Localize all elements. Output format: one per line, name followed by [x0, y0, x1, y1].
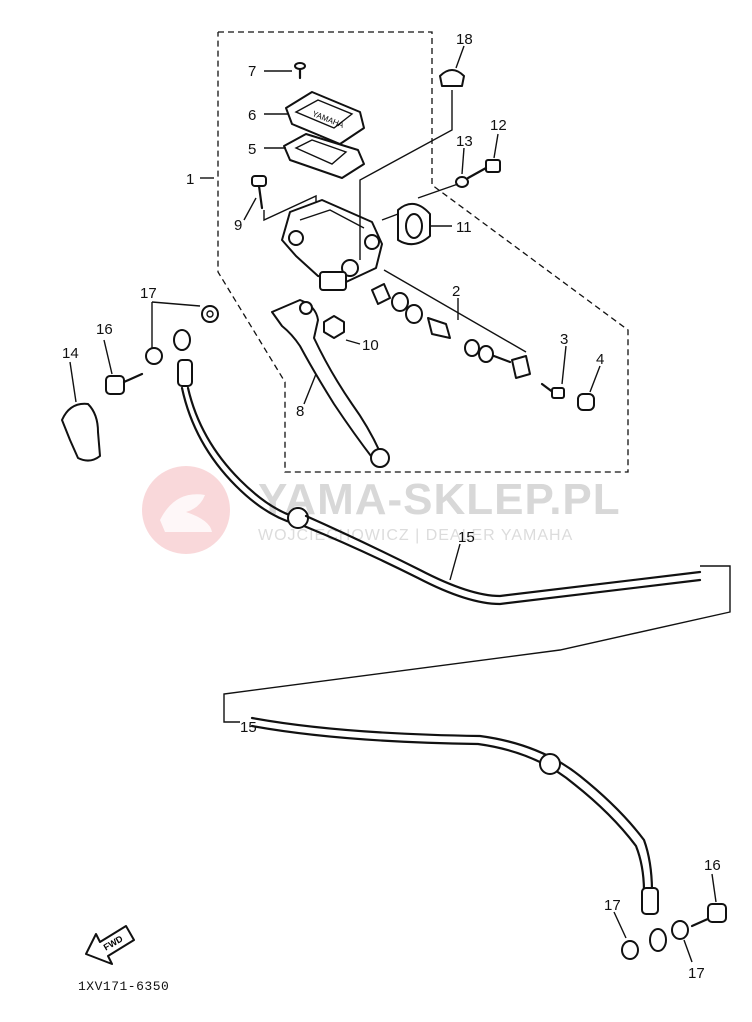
- part-11-clamp: [397, 203, 431, 246]
- part-17-washer-mid: [145, 347, 163, 365]
- leader-17c: [683, 939, 693, 963]
- callout-17c: 17: [688, 965, 705, 982]
- leader-17b: [613, 911, 627, 939]
- part-7-screw: [294, 62, 306, 80]
- callout-17b: 17: [604, 897, 621, 914]
- part-6-reservoir-cap: YAMAHA: [285, 91, 365, 145]
- callout-15a: 15: [458, 529, 475, 546]
- part-17-washer-upper: [201, 305, 219, 323]
- callout-13: 13: [456, 133, 473, 150]
- part-12-bolt: [466, 159, 501, 180]
- leader-15a: [449, 543, 461, 581]
- leader-16b: [711, 873, 717, 903]
- part-17-washer-lower-left: [621, 940, 639, 960]
- callout-5: 5: [248, 141, 256, 158]
- callout-7: 7: [248, 63, 256, 80]
- diagram-code: 1XV171-6350: [78, 979, 169, 994]
- callout-8: 8: [296, 403, 304, 420]
- part-5-diaphragm: [283, 133, 365, 179]
- master-cylinder-body: [281, 199, 383, 291]
- part-15-hose-upper: [173, 329, 702, 606]
- leader-13: [461, 147, 465, 175]
- callout-17a: 17: [140, 285, 157, 302]
- watermark-brand: YAMA-SKLEP.PL: [258, 475, 621, 524]
- assembly-boundary: [217, 31, 629, 473]
- part-4-cap: [577, 393, 595, 411]
- leader-11c: [417, 183, 459, 199]
- part-16-bolt-upper: [105, 372, 144, 395]
- callout-14: 14: [62, 345, 79, 362]
- break-line: [223, 565, 731, 723]
- callout-9: 9: [234, 217, 242, 234]
- leader-4: [589, 365, 601, 393]
- callout-16a: 16: [96, 321, 113, 338]
- part-14-boot: [61, 402, 101, 462]
- leader-9: [243, 197, 257, 221]
- leader-12: [493, 133, 499, 159]
- part-3-bleeder: [540, 382, 565, 399]
- part-8-lever: [271, 299, 390, 468]
- part-15-hose-lower: [250, 716, 667, 952]
- callout-3: 3: [560, 331, 568, 348]
- part-18-cap: [439, 69, 465, 87]
- leader-8: [303, 373, 317, 405]
- leader-14: [69, 361, 77, 403]
- part-13-washer: [455, 176, 469, 188]
- watermark-subtitle: WOJCIECHOWICZ | DEALER YAMAHA: [258, 527, 573, 544]
- callout-10: 10: [362, 337, 379, 354]
- callout-4: 4: [596, 351, 604, 368]
- fwd-arrow-icon: FWD: [85, 925, 135, 965]
- leader-10: [345, 339, 361, 345]
- watermark: YAMA-SKLEP.PL WOJCIECHOWICZ | DEALER YAM…: [142, 466, 621, 554]
- callout-18: 18: [456, 31, 473, 48]
- leader-18: [455, 45, 465, 69]
- part-9-screw: [251, 175, 267, 210]
- callout-2: 2: [452, 283, 460, 300]
- leader-17a: [151, 301, 201, 350]
- callout-6: 6: [248, 107, 256, 124]
- part-17-washer-lower-right: [671, 920, 689, 940]
- callout-16b: 16: [704, 857, 721, 874]
- leader-16a: [103, 339, 113, 375]
- callout-15b: 15: [240, 719, 257, 736]
- callout-1: 1: [186, 171, 194, 188]
- callout-12: 12: [490, 117, 507, 134]
- part-2-piston-kit: [371, 283, 531, 379]
- leader-2-rail: [383, 269, 527, 353]
- leader-11b: [381, 213, 399, 221]
- leader-3: [561, 345, 567, 385]
- callout-11: 11: [456, 219, 472, 236]
- part-16-bolt-lower: [690, 903, 727, 928]
- part-10-nut: [323, 315, 345, 339]
- leader-18b: [359, 90, 453, 260]
